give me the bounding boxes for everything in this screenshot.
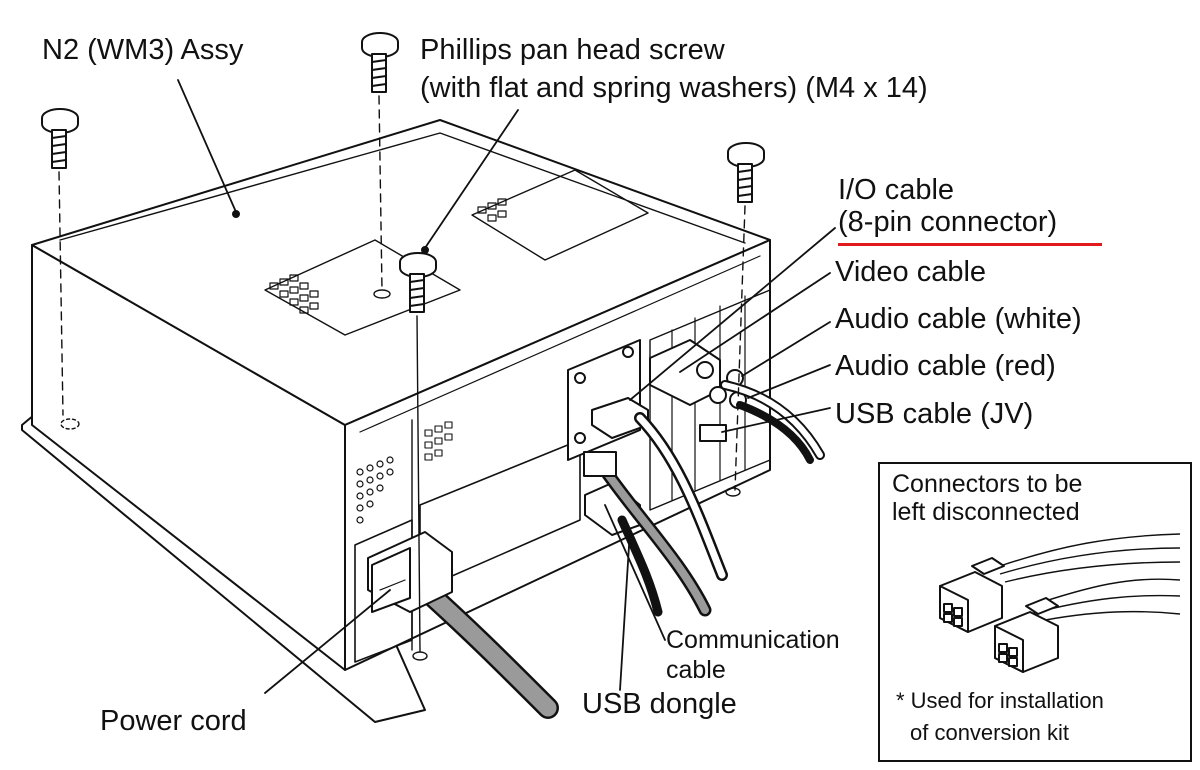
label-audio-red: Audio cable (red): [835, 350, 1056, 382]
screw-front: [399, 252, 437, 313]
label-audio-white: Audio cable (white): [835, 303, 1082, 335]
label-comm-line2: cable: [666, 656, 726, 684]
screw-left: [41, 108, 79, 169]
top-vent-grid: [269, 198, 507, 314]
inset-connector-1: [939, 557, 1005, 633]
screw-top: [361, 32, 399, 93]
label-comm-line1: Communication: [666, 626, 840, 654]
label-screw-line2: (with flat and spring washers) (M4 x 14): [420, 72, 928, 104]
screw-guide-lines: [58, 95, 746, 491]
label-assy: N2 (WM3) Assy: [42, 34, 244, 66]
label-screw-line1: Phillips pan head screw: [420, 34, 725, 66]
dongle-cable: [617, 515, 663, 617]
inset-title-line2: left disconnected: [892, 498, 1080, 526]
comm-connector: [583, 451, 617, 477]
power-inlet-plate: [354, 519, 413, 663]
inset-note-line1: * Used for installation: [896, 688, 1104, 713]
label-io-cable-line2: (8-pin connector): [838, 206, 1058, 238]
label-power-cord: Power cord: [100, 705, 247, 737]
top-panel-left: [264, 239, 461, 336]
inset-title-line1: Connectors to be: [892, 470, 1083, 498]
inset-panel: Connectors to be left disconnected * Use…: [878, 462, 1192, 762]
inset-note-line2: of conversion kit: [910, 720, 1069, 745]
leader-lines: [177, 79, 836, 694]
label-usb-dongle: USB dongle: [582, 688, 737, 720]
io-cable-highlight-underline: [838, 243, 1102, 246]
rear-slot-bracket: [649, 289, 771, 511]
inset-connectors-drawing: [939, 533, 1181, 673]
inset-connector-2: [994, 597, 1059, 673]
usb-jv-plug: [699, 424, 727, 442]
top-panel-right: [471, 169, 649, 261]
label-usb-jv: USB cable (JV): [835, 398, 1034, 430]
screw-right: [727, 142, 765, 203]
label-io-cable-line1: I/O cable: [838, 174, 955, 206]
front-vent-holes: [356, 456, 394, 524]
front-side-vent-grid: [424, 421, 453, 461]
label-video-cable: Video cable: [835, 256, 987, 288]
inset-wire-bundle: [999, 533, 1181, 623]
